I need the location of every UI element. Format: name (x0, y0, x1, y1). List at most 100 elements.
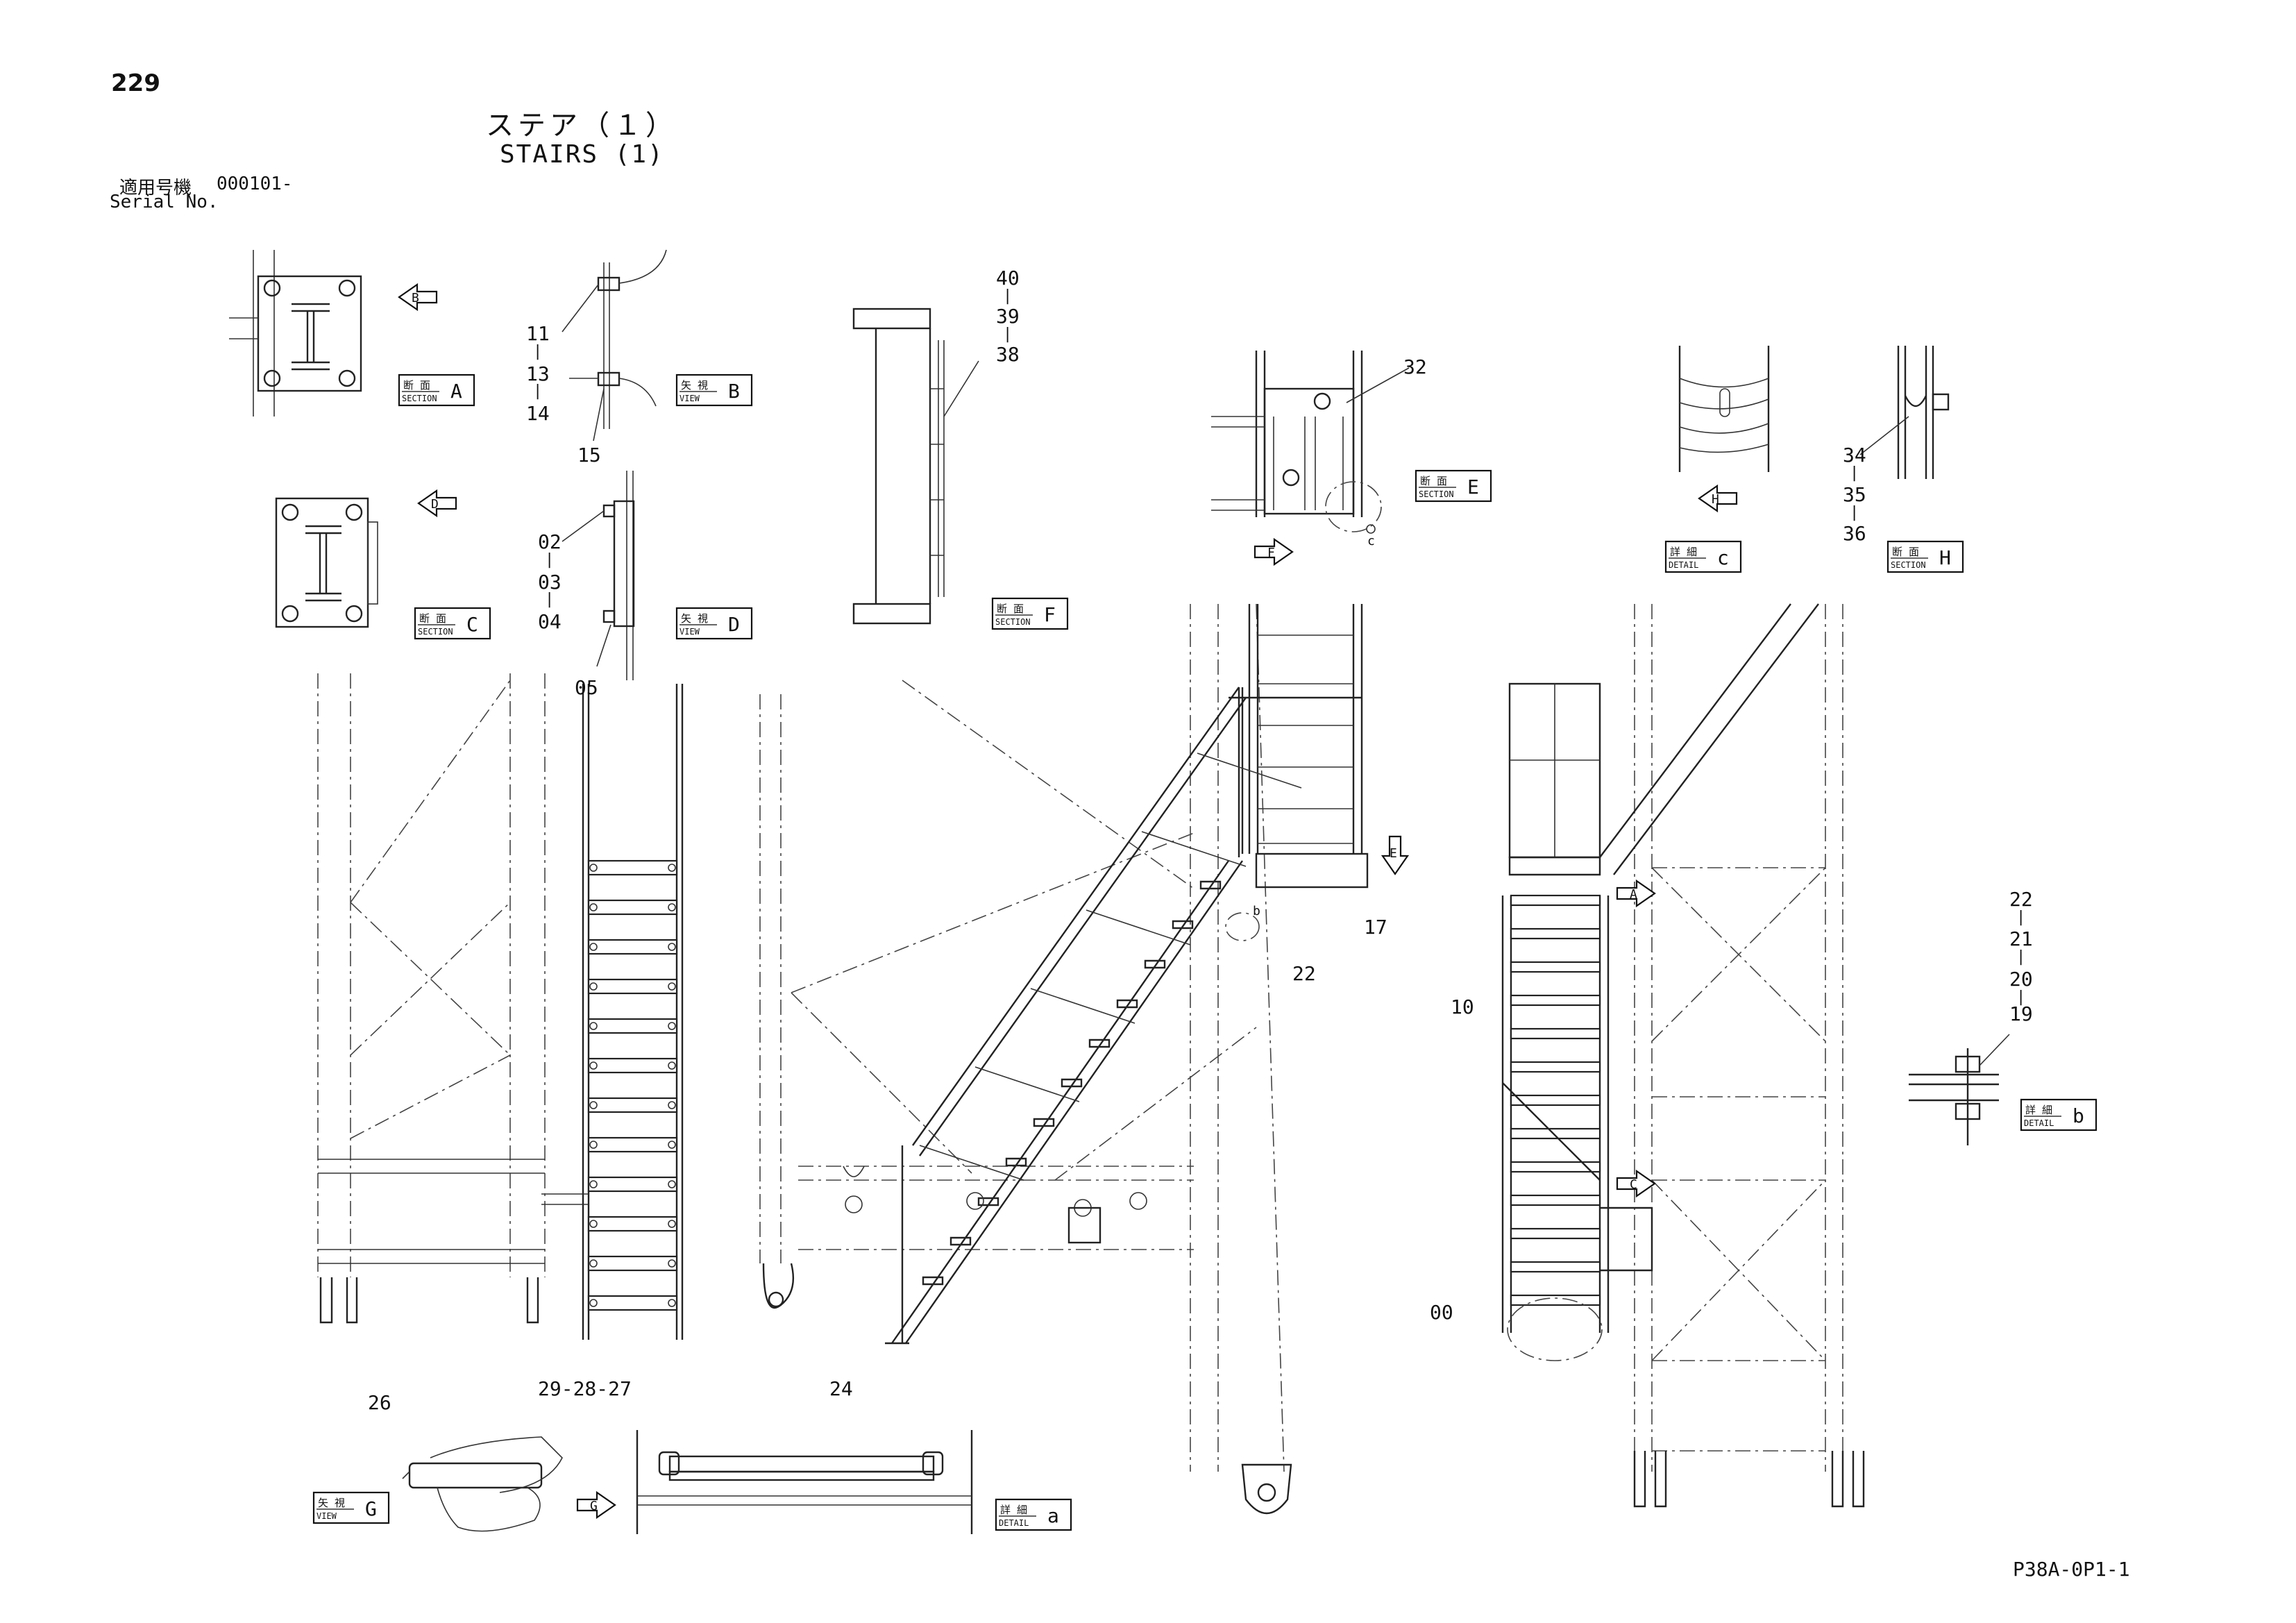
part-callout-number: 22 (1292, 962, 1316, 985)
detail-c-drawing (1678, 346, 1770, 472)
section-c-drawing (275, 497, 378, 628)
arrow-marker-letter: E (1390, 846, 1397, 861)
center-elevation-drawing (759, 603, 1369, 1515)
view-label-kanji: 断 面 (403, 379, 430, 392)
part-callout-number: 02 (538, 530, 562, 553)
arrow-marker-letter: D (431, 497, 439, 512)
part-callout-number: 24 (829, 1377, 853, 1400)
serial-value: 000101- (217, 174, 293, 194)
direction-arrow-icon: H (1698, 484, 1738, 513)
part-callout-number: 35 (1843, 483, 1866, 506)
document-code: P38A-0P1-1 (2013, 1558, 2130, 1581)
detail-circle-letter: b (1253, 904, 1260, 918)
direction-arrow-icon: D (417, 489, 457, 518)
view-label-letter: B (728, 380, 740, 403)
part-callout-number: 39 (996, 305, 1020, 328)
view-label-kind: SECTION (995, 617, 1031, 627)
ladder-step (587, 1136, 678, 1153)
view-label-kanji: 詳 細 (2025, 1104, 2052, 1116)
detail-b-drawing (1909, 1034, 2010, 1145)
ladder-step (587, 1018, 678, 1034)
stair-tread (1144, 959, 1166, 969)
view-label-kanji: 断 面 (1892, 546, 1919, 558)
ladder-step (587, 1295, 678, 1311)
detail-circle-letter: c (1367, 534, 1375, 548)
view-label-kind: DETAIL (1669, 560, 1698, 570)
arrow-marker-letter: B (412, 291, 419, 305)
svg-text:|: | (1003, 326, 1012, 343)
view-g-drawing (402, 1436, 563, 1532)
stair-tread (1005, 1157, 1027, 1167)
arrow-marker-letter: H (1712, 492, 1719, 507)
view-label-letter: b (2073, 1104, 2084, 1127)
direction-arrow-icon: B (398, 283, 438, 312)
view-arrow-markers: B D F E H A C G (398, 283, 1738, 1520)
right-elevation-drawing (1501, 603, 1865, 1508)
arrow-marker-letter: A (1630, 887, 1637, 902)
stair-tread (922, 1276, 944, 1286)
ladder-step (1510, 994, 1601, 1007)
svg-text:|: | (533, 343, 542, 360)
view-label-letter: H (1939, 546, 1951, 569)
arrow-marker-letter: C (1630, 1177, 1637, 1192)
view-label-kanji: 矢 視 (318, 1497, 345, 1509)
ladder-step (587, 978, 678, 995)
part-callout-number: 05 (575, 676, 598, 699)
part-callout-number: 14 (526, 402, 550, 425)
ladder-step (1510, 1161, 1601, 1173)
svg-text:|: | (1850, 464, 1859, 482)
view-label-kanji: 断 面 (1420, 475, 1447, 487)
page-title-japanese: ステア（１） (486, 110, 677, 142)
part-callout-number: 13 (526, 362, 550, 385)
view-label-section-H: 断 面 SECTION H (1886, 540, 1964, 573)
view-label-letter: D (728, 613, 740, 636)
view-label-letter: F (1044, 603, 1056, 626)
part-callout-number: 15 (577, 444, 601, 466)
view-label-kanji: 断 面 (419, 612, 446, 625)
view-label-kind: SECTION (1891, 560, 1926, 570)
page-title-english: STAIRS (1) (500, 140, 664, 169)
arrow-marker-letter: G (590, 1499, 598, 1513)
ladder-step (587, 1216, 678, 1232)
stair-tread (1199, 880, 1222, 890)
ladder-step (587, 1176, 678, 1193)
ladder-step (587, 899, 678, 916)
svg-text:|: | (2016, 989, 2025, 1006)
part-callout-number: 29-28-27 (538, 1377, 632, 1400)
direction-arrow-icon: A (1616, 879, 1656, 908)
ladder-step (587, 859, 678, 876)
view-label-letter: c (1717, 546, 1729, 569)
part-callout-number: 17 (1364, 916, 1387, 939)
ladder-step (1510, 961, 1601, 973)
part-callout-number: 34 (1843, 444, 1866, 466)
ladder-step (1510, 1294, 1601, 1306)
ladder-step (1510, 894, 1601, 907)
detail-circle-icon: c (1367, 534, 1375, 548)
part-callout-number: 20 (2009, 968, 2033, 991)
detail-a-drawing (636, 1430, 973, 1534)
stair-tread (1061, 1078, 1083, 1088)
part-callout-number: 21 (2009, 927, 2033, 950)
section-e-drawing (1211, 351, 1410, 534)
ladder-step (1510, 1194, 1601, 1206)
part-callout-number: 38 (996, 343, 1020, 366)
part-callout-number: 22 (2009, 888, 2033, 911)
detail-circle-icon: b (1253, 904, 1260, 918)
part-callout-number: 03 (538, 571, 562, 594)
ladder-step (1510, 1261, 1601, 1273)
direction-arrow-icon: E (1381, 835, 1410, 875)
stair-tread (1033, 1118, 1055, 1127)
section-a-drawing (229, 250, 362, 417)
view-label-kanji: 矢 視 (681, 379, 708, 392)
view-label-kanji: 詳 細 (1670, 546, 1697, 558)
view-label-kind: VIEW (679, 394, 700, 403)
svg-text:|: | (1003, 287, 1012, 305)
serial-label-japanese: 適用号機 (119, 178, 192, 199)
svg-text:|: | (2016, 948, 2025, 966)
